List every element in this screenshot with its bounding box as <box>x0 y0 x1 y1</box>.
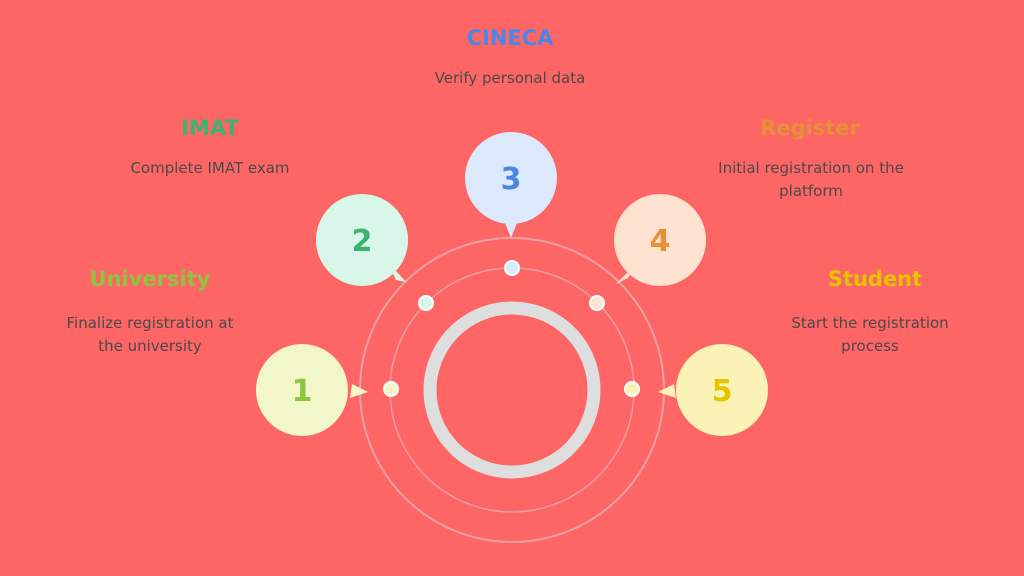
step-description-1: Finalize registration at the university <box>66 314 234 355</box>
step-number-3: 3 <box>501 162 522 197</box>
step-number-5: 5 <box>712 374 733 409</box>
step-bubble-4: 4 <box>614 194 706 286</box>
bubble-tail-1 <box>350 384 368 398</box>
connector-dot-3 <box>504 260 520 276</box>
step-number-1: 1 <box>292 374 313 409</box>
bubble-circle-1 <box>256 344 348 436</box>
connector-dot-4 <box>589 295 605 311</box>
connector-dot-1 <box>383 381 399 397</box>
bubble-circle-2 <box>316 194 408 286</box>
step-title-university: University <box>89 267 211 291</box>
step-bubble-2: 2 <box>316 194 408 286</box>
step-description-5: Start the registration process <box>791 314 949 355</box>
bubble-tail-5 <box>658 384 676 398</box>
center-ring <box>423 301 601 479</box>
step-bubble-3: 3 <box>465 132 557 238</box>
connector-dot-2 <box>418 295 434 311</box>
step-number-4: 4 <box>650 224 671 259</box>
bubble-circle-3 <box>465 132 557 224</box>
step-title-imat: IMAT <box>181 116 239 140</box>
step-number-2: 2 <box>352 224 373 259</box>
step-title-student: Student <box>827 267 923 291</box>
step-bubble-5: 5 <box>658 344 768 436</box>
bubble-circle-4 <box>614 194 706 286</box>
step-bubble-1: 1 <box>256 344 368 436</box>
step-description-2: Complete IMAT exam <box>130 159 290 177</box>
step-title-register: Register <box>760 116 860 140</box>
step-description-3: Verify personal data <box>434 69 586 87</box>
step-title-cineca: CINECA <box>466 26 554 50</box>
step-description-4: Initial registration on the platform <box>718 159 904 200</box>
bubble-circle-5 <box>676 344 768 436</box>
connector-dot-5 <box>624 381 640 397</box>
